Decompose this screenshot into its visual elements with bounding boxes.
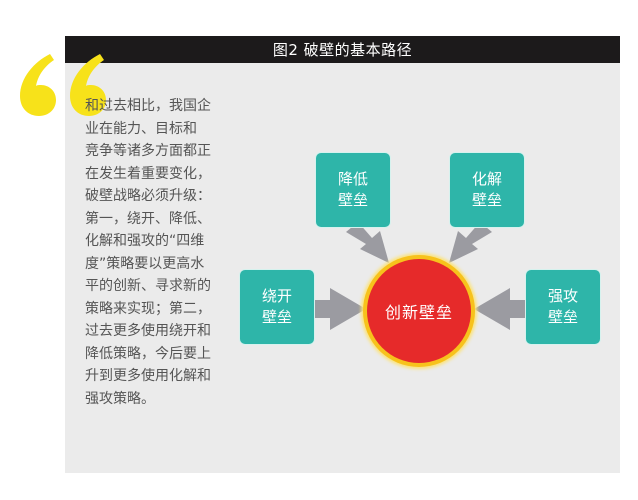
node-lower-barrier: 降低 壁垒 — [316, 153, 390, 227]
text-line: 在发生着重要变化， — [85, 165, 211, 182]
node-label: 壁垒 — [261, 308, 292, 326]
node-label: 壁垒 — [547, 308, 578, 326]
text-line: 强攻策略。 — [85, 390, 155, 407]
node-label: 壁垒 — [337, 191, 368, 209]
text-line: 升到更多使用化解和 — [85, 368, 211, 384]
node-label: 化解 — [471, 170, 502, 188]
arrow-icon — [346, 222, 389, 263]
node-resolve-barrier: 化解 壁垒 — [450, 153, 524, 227]
text-line: 过去更多使用绕开和 — [85, 323, 211, 339]
figure-title: 图2 破壁的基本路径 — [65, 36, 620, 63]
open-quote-icon — [20, 54, 106, 116]
text-line: 降低策略，今后要上 — [85, 345, 211, 362]
center-node-innovation-barrier: 创新壁垒 — [367, 259, 471, 363]
text-line: 第一，绕开、降低、 — [85, 210, 211, 227]
text-line: 竞争等诸多方面都正 — [85, 143, 211, 159]
text-line: 化解和强攻的“四维 — [85, 233, 205, 249]
text-line: 破壁战略必须升级： — [85, 188, 211, 204]
text-line: 业在能力、目标和 — [85, 120, 197, 137]
text-line: 平的创新、寻求新的 — [85, 278, 211, 294]
node-label: 壁垒 — [471, 191, 502, 209]
arrow-icon — [474, 288, 525, 330]
node-label: 强攻 — [547, 287, 578, 305]
arrow-icon — [315, 288, 366, 330]
text-line: 策略来实现；第二， — [85, 300, 211, 317]
arrow-icon — [449, 222, 492, 263]
center-label: 创新壁垒 — [384, 303, 453, 322]
node-label: 降低 — [337, 170, 368, 188]
node-attack-barrier: 强攻 壁垒 — [526, 270, 600, 344]
text-line: 和过去相比，我国企 — [85, 98, 211, 114]
figure-panel: 图2 破壁的基本路径 — [65, 36, 620, 473]
node-label: 绕开 — [261, 287, 292, 305]
text-line: 度”策略要以更高水 — [85, 255, 205, 272]
body-paragraph: 和过去相比，我国企 业在能力、目标和 竞争等诸多方面都正 在发生着重要变化， 破… — [85, 95, 230, 410]
node-bypass-barrier: 绕开 壁垒 — [240, 270, 314, 344]
